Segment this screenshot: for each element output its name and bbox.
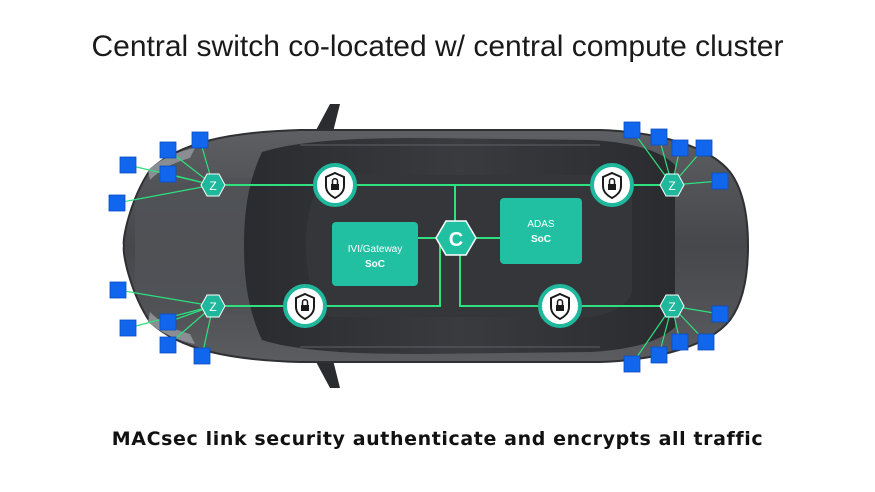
- zone-switch-rear-right: Z: [659, 294, 685, 318]
- hood-panel: [135, 177, 255, 315]
- zone-label: Z: [668, 179, 675, 193]
- shield-lock-icon: [550, 292, 570, 321]
- shield-lock-icon: [295, 292, 315, 321]
- ivi-soc-sublabel: SoC: [365, 259, 385, 270]
- endpoints: [108, 121, 729, 373]
- car-top-view: [122, 104, 750, 388]
- link-rear-right: [459, 238, 672, 307]
- zone-switch-hexagon-icon: [200, 294, 226, 318]
- endpoint-icon: [159, 141, 177, 159]
- central-switch-hexagon-icon: [435, 220, 477, 256]
- endpoint-icon: [191, 131, 209, 149]
- endpoint-icon: [109, 281, 127, 299]
- endpoint-icon: [159, 313, 177, 331]
- zone-label: Z: [209, 179, 216, 193]
- zone-switch-front-left: Z: [200, 173, 226, 197]
- endpoint-icon: [671, 333, 689, 351]
- diagram-caption: MACsec link security authenticate and en…: [111, 428, 764, 450]
- central-switch: C: [435, 220, 477, 256]
- endpoint-icon: [650, 346, 668, 364]
- endpoint-icon: [623, 355, 641, 373]
- endpoint-icon: [159, 336, 177, 354]
- adas-soc-sublabel: SoC: [531, 234, 551, 245]
- zone-switch-hexagon-icon: [659, 294, 685, 318]
- adas-soc: ADAS SoC: [500, 198, 582, 264]
- ivi-gateway-soc: IVI/Gateway SoC: [332, 222, 418, 286]
- zone-switch-hexagon-icon: [659, 173, 685, 197]
- endpoint-icon: [697, 333, 715, 351]
- zone-switch-hexagon-icon: [200, 173, 226, 197]
- shield-lock-icon: [602, 171, 622, 200]
- endpoint-icon: [711, 305, 729, 323]
- endpoint-icon: [695, 139, 713, 157]
- diagram-title: Central switch co-located w/ central com…: [91, 30, 784, 63]
- endpoint-icon: [193, 347, 211, 365]
- endpoint-icon: [671, 139, 689, 157]
- adas-soc-box: [500, 198, 582, 264]
- zone-switch-front-right: Z: [659, 173, 685, 197]
- endpoint-icon: [623, 121, 641, 139]
- left-headlight: [148, 148, 195, 180]
- endpoint-icon: [711, 172, 729, 190]
- endpoint-icon: [119, 319, 137, 337]
- endpoint-icon: [108, 194, 126, 212]
- macsec-badge-rear-right: [538, 284, 582, 328]
- macsec-badge-front-right: [590, 163, 634, 207]
- right-mirror: [315, 356, 340, 388]
- ivi-soc-label: IVI/Gateway: [348, 244, 402, 255]
- zone-label: Z: [668, 300, 675, 314]
- macsec-badge-front-left: [313, 163, 357, 207]
- left-mirror: [315, 104, 340, 136]
- central-switch-label: C: [449, 229, 463, 251]
- zone-label: Z: [209, 300, 216, 314]
- adas-soc-label: ADAS: [527, 219, 555, 230]
- zone-switch-rear-left: Z: [200, 294, 226, 318]
- endpoint-icon: [650, 128, 668, 146]
- endpoint-icon: [119, 156, 137, 174]
- macsec-badge-rear-left: [283, 284, 327, 328]
- endpoint-icon: [159, 165, 177, 183]
- ivi-soc-box: [332, 222, 418, 286]
- shield-lock-icon: [325, 171, 345, 200]
